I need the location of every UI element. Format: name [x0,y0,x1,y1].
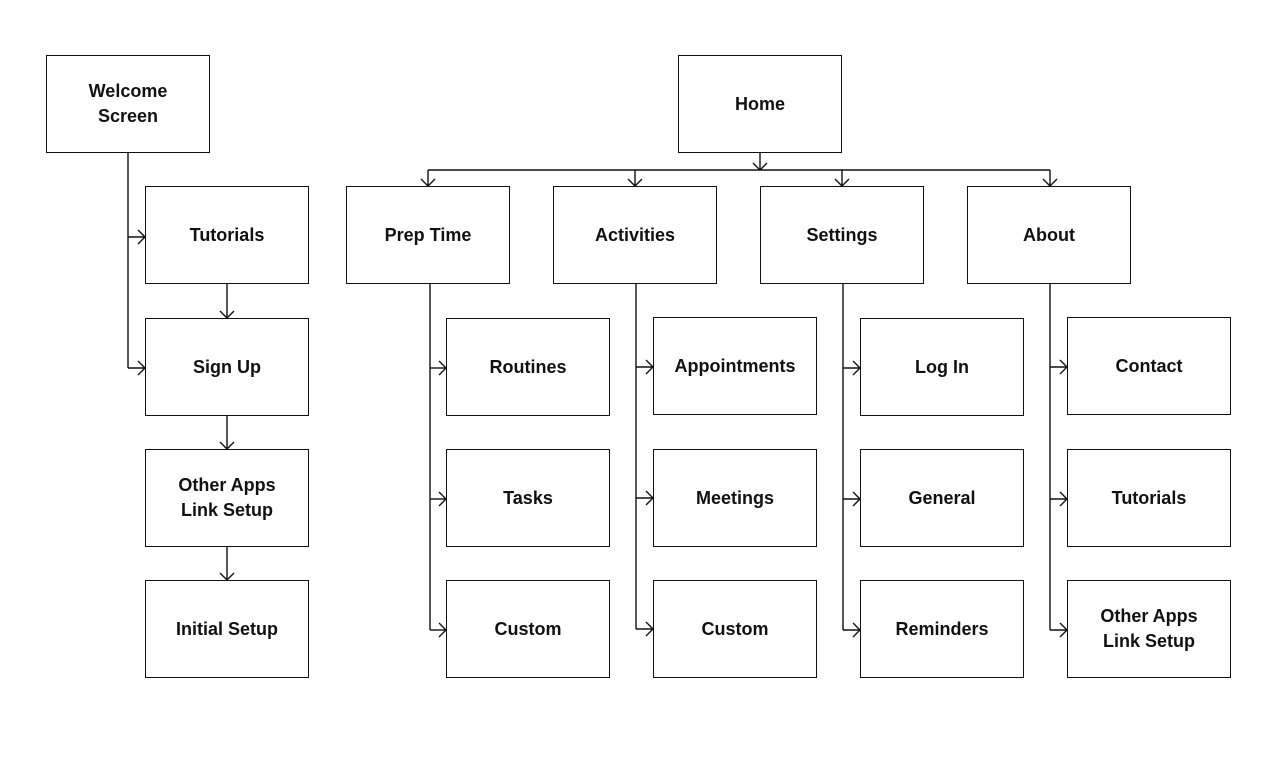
log-in-label: Log In [915,356,969,377]
general-label: General [908,487,976,508]
contact-label: Contact [1115,355,1183,376]
activities-node: Activities [553,186,717,284]
about-other-apps-label: Other Apps Link Setup [1100,606,1198,651]
activities-custom-label: Custom [701,618,769,639]
about-label: About [1023,224,1075,245]
sign-up-label: Sign Up [193,356,261,377]
about-node: About [967,186,1131,284]
tutorials-onboarding-node: Tutorials [145,186,309,284]
settings-label: Settings [806,224,878,245]
contact-node: Contact [1067,317,1231,415]
activities-label: Activities [594,224,676,245]
about-other-apps-node: Other Apps Link Setup [1067,580,1231,678]
tutorials-onboarding-label: Tutorials [189,224,265,245]
appointments-node: Appointments [653,317,817,415]
prep-time-node: Prep Time [346,186,510,284]
prep-custom-node: Custom [446,580,610,678]
initial-setup-label: Initial Setup [175,618,278,639]
activities-custom-node: Custom [653,580,817,678]
other-apps-onboarding-label: Other Apps Link Setup [178,475,276,520]
welcome-screen-node: Welcome Screen [46,55,210,153]
home-node: Home [678,55,842,153]
tasks-label: Tasks [503,487,553,508]
home-label: Home [734,93,785,114]
settings-node: Settings [760,186,924,284]
general-node: General [860,449,1024,547]
reminders-label: Reminders [895,618,989,639]
prep-custom-label: Custom [494,618,562,639]
welcome-screen-label: Welcome Screen [88,81,168,126]
other-apps-onboarding-node: Other Apps Link Setup [145,449,309,547]
about-tutorials-node: Tutorials [1067,449,1231,547]
sign-up-node: Sign Up [145,318,309,416]
appointments-label: Appointments [674,355,796,376]
meetings-label: Meetings [695,487,774,508]
tasks-node: Tasks [446,449,610,547]
initial-setup-node: Initial Setup [145,580,309,678]
meetings-node: Meetings [653,449,817,547]
about-tutorials-label: Tutorials [1111,487,1187,508]
reminders-node: Reminders [860,580,1024,678]
routines-label: Routines [489,356,567,377]
prep-time-label: Prep Time [384,224,472,245]
log-in-node: Log In [860,318,1024,416]
routines-node: Routines [446,318,610,416]
